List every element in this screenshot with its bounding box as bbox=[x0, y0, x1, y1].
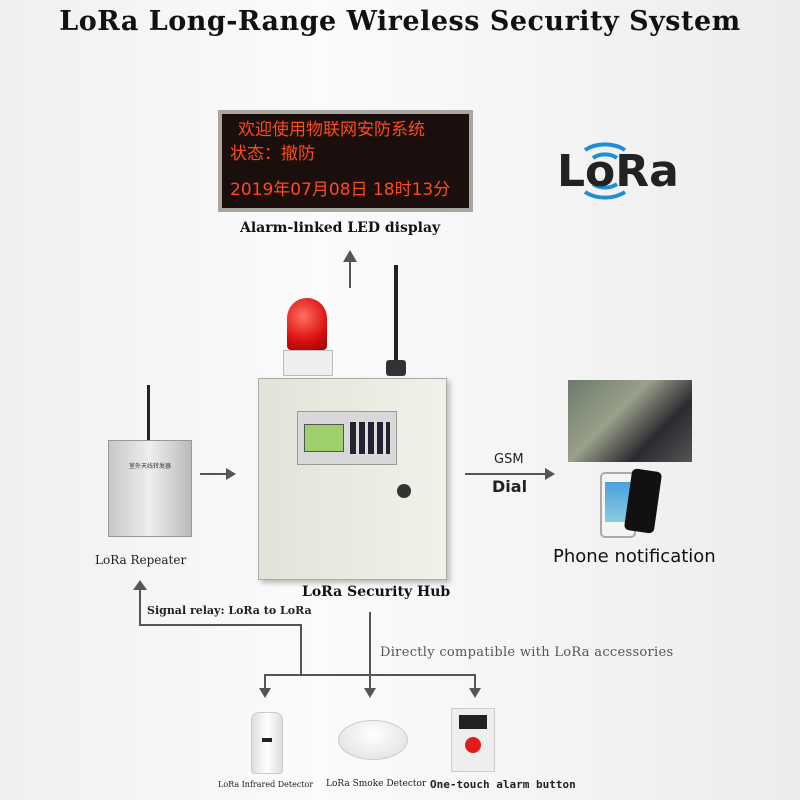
infrared-detector-icon bbox=[251, 712, 283, 774]
arrow-down-icon bbox=[259, 688, 271, 698]
page-title: LoRa Long-Range Wireless Security System bbox=[59, 6, 741, 37]
arrow-right-icon bbox=[226, 468, 236, 480]
arrow-down-icon bbox=[469, 688, 481, 698]
phone-notification-label: Phone notification bbox=[553, 546, 716, 567]
arrow-right-icon bbox=[545, 468, 555, 480]
wireless-signal-icon bbox=[583, 142, 627, 200]
compat-label: Directly compatible with LoRa accessorie… bbox=[380, 645, 674, 660]
repeater-label: LoRa Repeater bbox=[95, 553, 187, 567]
lora-logo-text: LoRa bbox=[557, 146, 679, 197]
dial-label: Dial bbox=[492, 477, 528, 496]
device-label: LoRa Infrared Detector bbox=[218, 780, 314, 789]
arrow-up-icon bbox=[343, 250, 357, 262]
arrow-down-icon bbox=[364, 688, 376, 698]
led-line-2: 状态：撤防 bbox=[230, 144, 315, 164]
repeater-antenna-icon bbox=[147, 385, 150, 440]
repeater-panel-text: 室外天线转发器 bbox=[128, 463, 171, 470]
arrow-up-icon bbox=[133, 580, 147, 590]
hub-label: LoRa Security Hub bbox=[302, 584, 451, 600]
call-center-photo bbox=[568, 380, 692, 462]
siren-icon bbox=[283, 298, 333, 376]
led-display: 欢迎使用物联网安防系统 状态：撤防 2019年07月08日 18时13分 bbox=[218, 110, 473, 212]
led-line-1: 欢迎使用物联网安防系统 bbox=[238, 120, 425, 140]
antenna-icon bbox=[394, 265, 398, 365]
smoke-detector-icon bbox=[338, 720, 408, 760]
alarm-button-icon bbox=[451, 708, 495, 772]
lora-repeater: 室外天线转发器 bbox=[108, 440, 192, 537]
device-label: One-touch alarm button bbox=[430, 778, 576, 791]
led-caption: Alarm-linked LED display bbox=[240, 220, 441, 236]
led-line-3: 2019年07月08日 18时13分 bbox=[230, 180, 451, 200]
security-hub bbox=[258, 378, 447, 580]
relay-label: Signal relay: LoRa to LoRa bbox=[147, 604, 312, 617]
gsm-label: GSM bbox=[494, 452, 524, 467]
device-label: LoRa Smoke Detector bbox=[326, 779, 427, 789]
lora-logo: LoRa bbox=[555, 130, 695, 215]
